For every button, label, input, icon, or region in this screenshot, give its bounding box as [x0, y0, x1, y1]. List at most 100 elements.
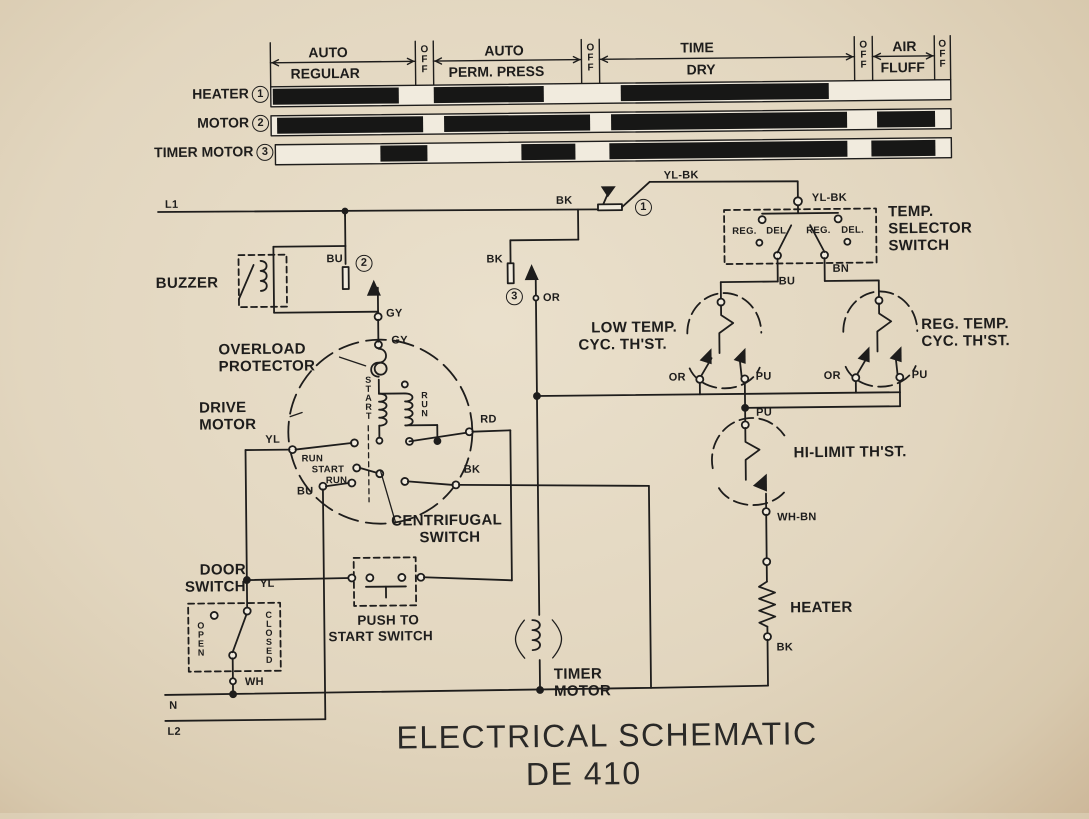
wire-bk-heater: BK — [777, 642, 794, 653]
wire-pu-hilimit: PU — [756, 408, 772, 419]
reg-temp-label-2: CYC. TH'ST. — [921, 333, 1010, 349]
timing-bars — [271, 80, 952, 165]
l1-label: L1 — [165, 200, 179, 211]
wire-rd: RD — [480, 414, 497, 425]
col-fluff-bottom: FLUFF — [880, 60, 924, 74]
heater-on-1 — [273, 87, 399, 104]
wire-bk-timer: BK — [486, 254, 503, 265]
timer-motor-label-2: MOTOR — [554, 683, 611, 699]
timer-on-1 — [380, 145, 427, 161]
col-off-2: OFF — [585, 43, 595, 73]
wire-gy-2: GY — [391, 335, 408, 346]
selector-del-left: DEL. — [766, 226, 789, 236]
temp-selector-label-3: SWITCH — [888, 238, 949, 254]
selector-reg-right: REG. — [806, 226, 831, 236]
wire-bk-cs: BK — [464, 465, 481, 476]
push-start-label-1: PUSH TO — [357, 613, 419, 627]
col-off-1: OFF — [419, 45, 429, 75]
motor-on-1 — [277, 116, 423, 134]
col-auto-regular-top: AUTO — [308, 45, 348, 59]
timer-on-4 — [871, 140, 935, 157]
wire-yl-door: YL — [260, 579, 275, 590]
buzzer-branch — [238, 211, 382, 350]
door-closed-label: CLOSED — [264, 611, 274, 665]
door-open-label: OPEN — [196, 622, 205, 658]
reg-temp-label-1: REG. TEMP. — [921, 316, 1009, 332]
drive-motor — [287, 338, 511, 524]
drive-motor-label-1: DRIVE — [199, 400, 246, 415]
timer-on-2 — [521, 144, 575, 161]
selector-del-right: DEL. — [841, 226, 864, 236]
wire-pu-reg: PU — [912, 370, 928, 381]
wire-yl-motor: YL — [265, 435, 280, 446]
wire-bk-l1: BK — [556, 196, 573, 207]
temp-selector-label-2: SELECTOR — [888, 220, 972, 236]
timer-on-3 — [609, 141, 847, 159]
wire-wh: WH — [245, 677, 264, 688]
centrifugal-label-2: SWITCH — [419, 530, 480, 546]
hi-limit-label: HI-LIMIT TH'ST. — [793, 444, 906, 460]
wire-yl-bk-top: YL-BK — [664, 170, 699, 181]
col-air-top: AIR — [892, 39, 916, 53]
low-temp-label-2: CYC. TH'ST. — [578, 337, 667, 353]
row-timer-number: 3 — [256, 144, 273, 161]
col-off-4: OFF — [937, 40, 947, 70]
l1-line — [158, 180, 802, 215]
temp-selector — [716, 204, 882, 305]
low-temp-thermostat — [687, 293, 762, 409]
wire-yl-bk-selector: YL-BK — [812, 193, 847, 204]
timing-chart-header — [270, 36, 950, 87]
col-time-top: TIME — [680, 40, 714, 54]
col-off-3: OFF — [858, 41, 868, 71]
buzzer-label: BUZZER — [156, 275, 219, 291]
wire-bu-buzzer: BU — [326, 254, 343, 265]
push-start-label-2: START SWITCH — [328, 629, 433, 644]
wire-bn-selector: BN — [833, 264, 850, 275]
row-motor-number: 2 — [252, 115, 269, 132]
overload-label-1: OVERLOAD — [218, 341, 306, 357]
start-winding-label: START — [364, 376, 373, 421]
heater-switch-number: 1 — [632, 199, 652, 216]
bk-return — [459, 482, 768, 690]
row-heater-number: 1 — [252, 86, 269, 103]
cs-run-label-1: RUN — [302, 454, 324, 464]
wire-bu-motor: BU — [297, 486, 314, 497]
schematic-model: DE 410 — [526, 757, 642, 790]
col-auto-perm-bottom: PERM. PRESS — [448, 64, 544, 79]
wire-pu-low: PU — [756, 372, 772, 383]
col-auto-perm-top: AUTO — [484, 43, 524, 57]
temp-selector-label-1: TEMP. — [888, 204, 934, 219]
motor-switch-number: 2 — [352, 255, 372, 272]
cs-start-label: START — [312, 465, 345, 475]
n-label: N — [169, 701, 177, 712]
selector-reg-left: REG. — [732, 227, 757, 237]
col-auto-regular-bottom: REGULAR — [290, 66, 359, 81]
timer-motor-label-1: TIMER — [554, 666, 602, 682]
drive-motor-label-2: MOTOR — [199, 417, 256, 433]
low-temp-label-1: LOW TEMP. — [591, 320, 677, 336]
motor-on-2 — [444, 114, 590, 132]
overload-label-2: PROTECTOR — [219, 358, 316, 374]
col-time-bottom: DRY — [686, 62, 715, 76]
wire-or-reg: OR — [824, 371, 841, 382]
motor-on-3 — [611, 112, 847, 130]
wire-or-timer: OR — [543, 293, 560, 304]
heater-on-3 — [621, 83, 829, 101]
heater-label: HEATER — [790, 600, 853, 616]
cs-run-label-2: RUN — [326, 476, 348, 486]
motor-on-4 — [877, 111, 935, 128]
heater-on-2 — [434, 86, 544, 103]
wire-gy-1: GY — [386, 308, 403, 319]
run-winding-label: RUN — [420, 391, 429, 418]
wire-bu-selector: BU — [779, 276, 796, 287]
timer-switch-number: 3 — [503, 288, 523, 305]
schematic-title: ELECTRICAL SCHEMATIC — [396, 717, 817, 753]
wire-or-low: OR — [669, 372, 686, 383]
door-switch-label-1: DOOR — [200, 562, 246, 577]
l2-label: L2 — [167, 727, 181, 738]
centrifugal-label-1: CENTRIFUGAL — [391, 512, 502, 528]
